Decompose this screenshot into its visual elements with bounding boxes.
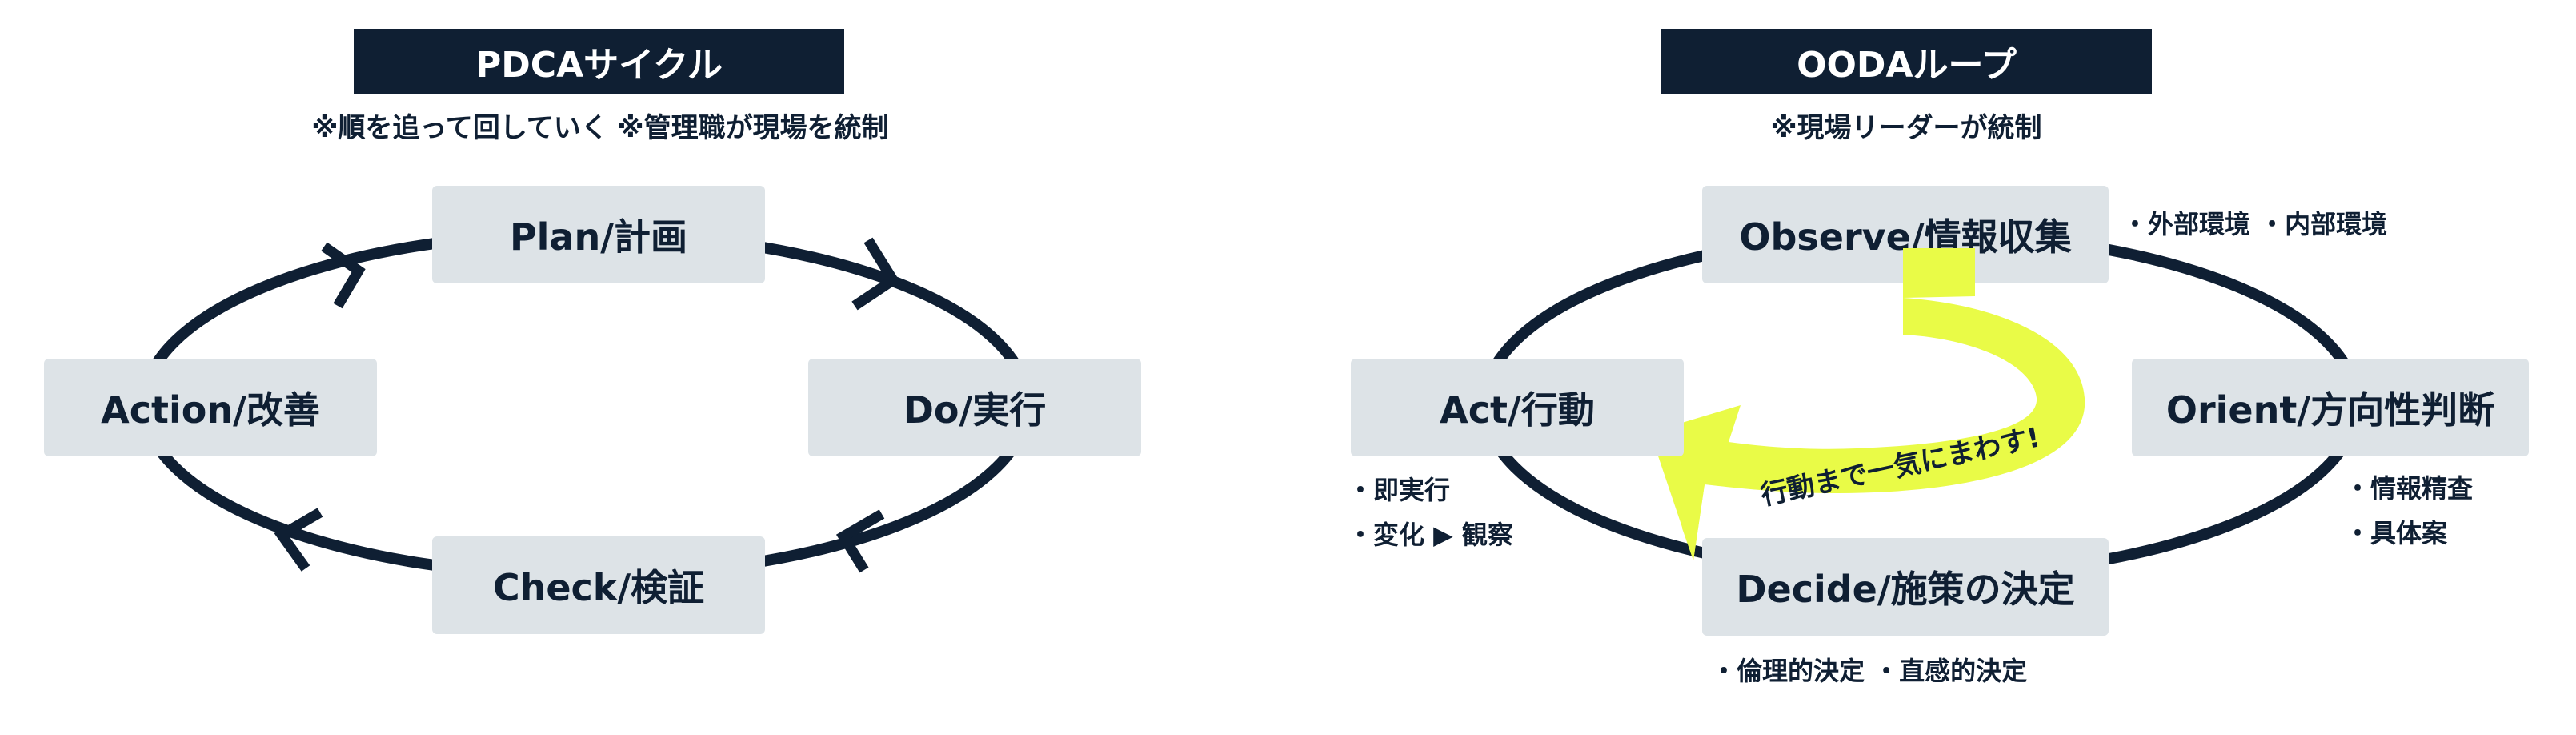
ooda-title-bar: OODAループ [1661, 29, 2152, 94]
ooda-notes-orient: ・情報精査 ・具体案 [2345, 466, 2473, 556]
ooda-node-decide-label: Decide/施策の決定 [1736, 568, 2075, 611]
pdca-node-action: Action/改善 [44, 359, 377, 456]
ooda-node-act: Act/行動 [1351, 359, 1684, 456]
pdca-title-bar: PDCAサイクル [354, 29, 844, 94]
ooda-notes-act: ・即実行 ・変化 ▶ 観察 [1348, 468, 1513, 557]
pdca-node-plan: Plan/計画 [432, 186, 765, 283]
pdca-arrowhead-action-to-plan [321, 242, 366, 309]
ooda-notes-observe: ・外部環境 ・内部環境 [2122, 202, 2387, 247]
pdca-title: PDCAサイクル [475, 45, 723, 86]
ooda-node-decide: Decide/施策の決定 [1702, 538, 2109, 636]
ooda-note-orient-2: ・具体案 [2345, 518, 2448, 548]
ooda-node-orient-label: Orient/方向性判断 [2165, 388, 2495, 432]
ooda-title: OODAループ [1797, 45, 2017, 86]
ooda-notes-decide: ・倫理的決定 ・直感的決定 [1711, 649, 2027, 693]
pdca-arrowhead-plan-to-do [851, 237, 900, 311]
ooda-note-observe-1: ・外部環境 ・内部環境 [2122, 209, 2388, 239]
ooda-note-act-1: ・即実行 [1348, 475, 1451, 505]
pdca-node-do-label: Do/実行 [903, 388, 1047, 432]
ooda-subtitle: ※現場リーダーが統制 [1770, 112, 2042, 144]
ooda-node-observe-label: Observe/情報収集 [1739, 215, 2072, 259]
pdca-arrowhead-do-to-check [835, 509, 885, 573]
ooda-node-act-label: Act/行動 [1440, 388, 1595, 432]
pdca-node-check: Check/検証 [432, 536, 765, 634]
ooda-node-observe: Observe/情報収集 [1702, 186, 2109, 283]
ooda-node-orient: Orient/方向性判断 [2132, 359, 2529, 456]
pdca-arrowhead-check-to-action [274, 508, 323, 572]
pdca-node-do: Do/実行 [808, 359, 1141, 456]
pdca-node-action-label: Action/改善 [101, 388, 320, 432]
ooda-note-act-2: ・変化 ▶ 観察 [1348, 520, 1513, 550]
ooda-note-decide-1: ・倫理的決定 ・直感的決定 [1711, 656, 2028, 686]
pdca-node-check-label: Check/検証 [492, 566, 705, 609]
ooda-shortcut-arrow [1650, 248, 2085, 560]
pdca-node-plan-label: Plan/計画 [509, 215, 688, 259]
pdca-subtitle: ※順を追って回していく ※管理職が現場を統制 [311, 112, 889, 144]
ooda-note-orient-1: ・情報精査 [2345, 473, 2474, 504]
